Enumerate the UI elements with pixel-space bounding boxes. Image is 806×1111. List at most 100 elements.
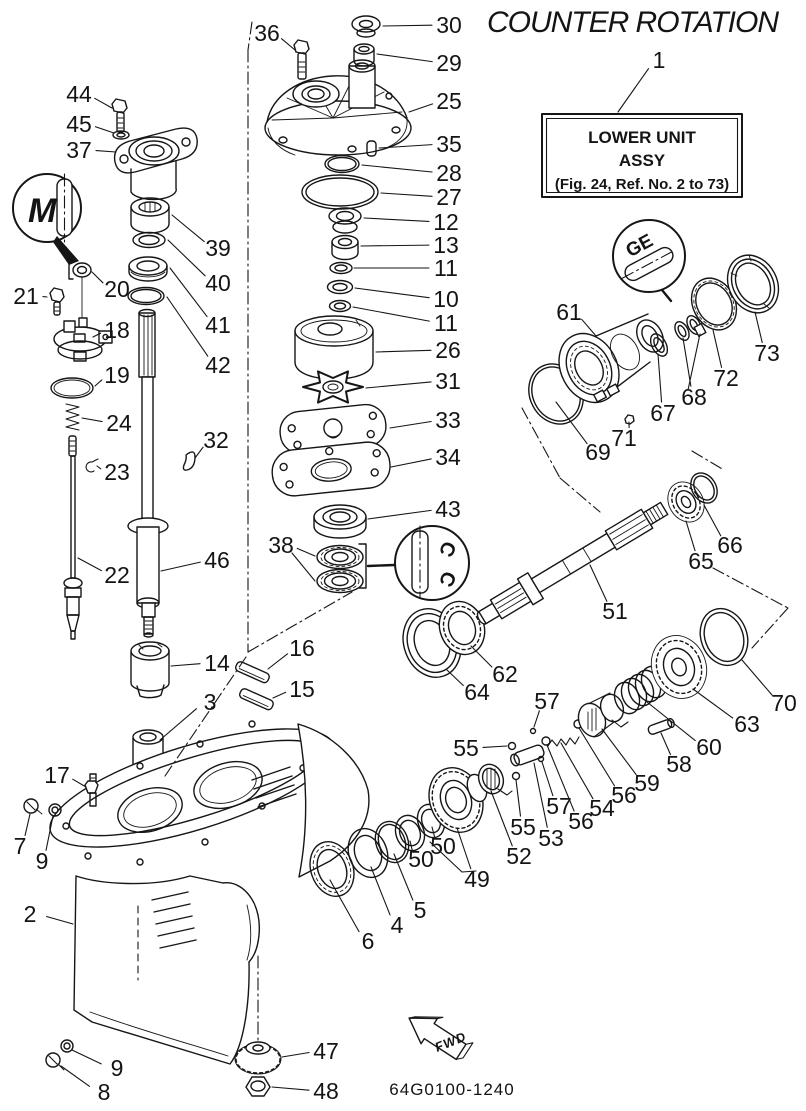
- leader-line-10: [354, 287, 430, 299]
- callout-14: 14: [204, 650, 230, 676]
- part-19-gasket-drawing: [50, 377, 94, 399]
- leader-line-40: [167, 239, 206, 277]
- leader-line-70: [741, 659, 773, 696]
- part-65-pinion-gear-drawing: [667, 481, 705, 523]
- fwd-arrow: FWD: [408, 1016, 474, 1061]
- leader-line-4: [370, 866, 391, 916]
- part-5-washer-drawing: [374, 820, 410, 864]
- leader-line-16: [267, 653, 289, 670]
- part-35-pin-drawing: [366, 140, 377, 157]
- part-49-bearing-carrier-drawing: [428, 767, 488, 833]
- part-56-ball-b: [541, 736, 551, 746]
- leader-line-9: [71, 1049, 102, 1065]
- callout-31: 31: [435, 368, 461, 394]
- leader-line-23: [96, 465, 102, 470]
- assembly-axis-line: [691, 450, 725, 471]
- leader-line-67: [657, 353, 663, 403]
- callout-30: 30: [436, 12, 462, 38]
- leader-line-69: [555, 401, 588, 445]
- assembly-axis-line: [247, 21, 253, 51]
- callout-54: 54: [589, 795, 615, 821]
- part-28-oring-drawing: [324, 154, 360, 174]
- callout-66: 66: [717, 532, 743, 558]
- leader-line-17: [72, 778, 87, 788]
- part-26-water-pump-cup-drawing: [294, 315, 374, 380]
- leader-line-57: [541, 761, 554, 797]
- callout-17: 17: [44, 762, 70, 788]
- callout-5: 5: [414, 897, 427, 923]
- assembly-axis-line: [751, 607, 789, 649]
- leader-line-24: [81, 417, 103, 423]
- callout-27: 27: [436, 184, 462, 210]
- callout-56: 56: [611, 782, 637, 808]
- part-15-key-drawing: [239, 688, 274, 711]
- part-40-washer-drawing: [132, 231, 166, 249]
- callout-49: 49: [464, 866, 490, 892]
- part-30-seal-cup-drawing: [351, 15, 381, 38]
- part-57-pin-a: [529, 727, 537, 735]
- leader-line-39: [171, 214, 205, 243]
- leader-line-38: [296, 547, 316, 557]
- part-59-shift-slider-drawing: [577, 692, 629, 738]
- part-17-stud-drawing: [84, 773, 99, 807]
- callout-68: 68: [681, 384, 707, 410]
- leader-line-1: [617, 68, 650, 113]
- callout-32: 32: [203, 427, 229, 453]
- callout-65: 65: [688, 548, 714, 574]
- callout-9: 9: [111, 1055, 124, 1081]
- part-14-damper-sleeve-drawing: [130, 641, 170, 699]
- callout-1: 1: [653, 47, 666, 73]
- callout-15: 15: [289, 676, 315, 702]
- leader-line-32: [194, 446, 204, 459]
- part-11b-washer-drawing: [328, 299, 352, 313]
- part-50-ring-rear-drawing: [394, 814, 426, 852]
- part-39-bearing-drawing: [130, 197, 170, 234]
- detail-circle-ge: GE: [612, 219, 686, 303]
- leader-line-53: [533, 762, 548, 828]
- callout-22: 22: [104, 562, 130, 588]
- callout-55: 55: [510, 814, 536, 840]
- leader-line-extra: [429, 841, 463, 873]
- leader-line-50: [431, 826, 436, 838]
- callout-46: 46: [204, 547, 230, 573]
- leader-line-2: [46, 915, 74, 925]
- lower-unit-assy-box: LOWER UNIT ASSY (Fig. 24, Ref. No. 2 to …: [541, 113, 743, 198]
- leader-line-63: [692, 688, 734, 719]
- part-55-ball-a: [507, 741, 517, 751]
- callout-38: 38: [268, 532, 294, 558]
- part-47-spacer-drawing: [234, 1041, 282, 1075]
- leader-line-47: [281, 1051, 310, 1058]
- part-46-drive-shaft-drawing: [127, 308, 169, 638]
- callout-44: 44: [66, 81, 92, 107]
- leader-line-66: [703, 504, 722, 537]
- part-60-spring-drawing: [613, 665, 668, 715]
- part-66-washer-drawing: [690, 472, 718, 504]
- leader-line-64: [446, 669, 464, 687]
- leader-line-37: [95, 150, 117, 153]
- callout-62: 62: [492, 661, 518, 687]
- leader-line-73: [754, 311, 763, 343]
- leader-line-19: [94, 379, 103, 387]
- leader-line-41: [169, 267, 208, 318]
- leader-line-9: [45, 815, 54, 851]
- leader-line-34: [390, 458, 432, 468]
- leader-line-58: [660, 732, 672, 756]
- callout-63: 63: [734, 711, 760, 737]
- leader-line-35: [378, 144, 433, 149]
- leader-line-42: [166, 296, 209, 357]
- callout-57: 57: [546, 793, 572, 819]
- callout-59: 59: [634, 770, 660, 796]
- callout-60: 60: [696, 734, 722, 760]
- part-70-oring-drawing: [699, 607, 749, 667]
- leader-line-61: [581, 318, 597, 337]
- callout-56: 56: [568, 808, 594, 834]
- leader-line-65: [685, 520, 696, 552]
- leader-line-44: [94, 97, 113, 109]
- drawing-code: 64G0100-1240: [389, 1080, 514, 1099]
- part-9-gasket-upper-drawing: [48, 803, 62, 817]
- leader-line-31: [365, 381, 432, 389]
- part-27-oring-drawing: [301, 174, 379, 210]
- assy-box-line1: LOWER UNIT: [588, 128, 696, 147]
